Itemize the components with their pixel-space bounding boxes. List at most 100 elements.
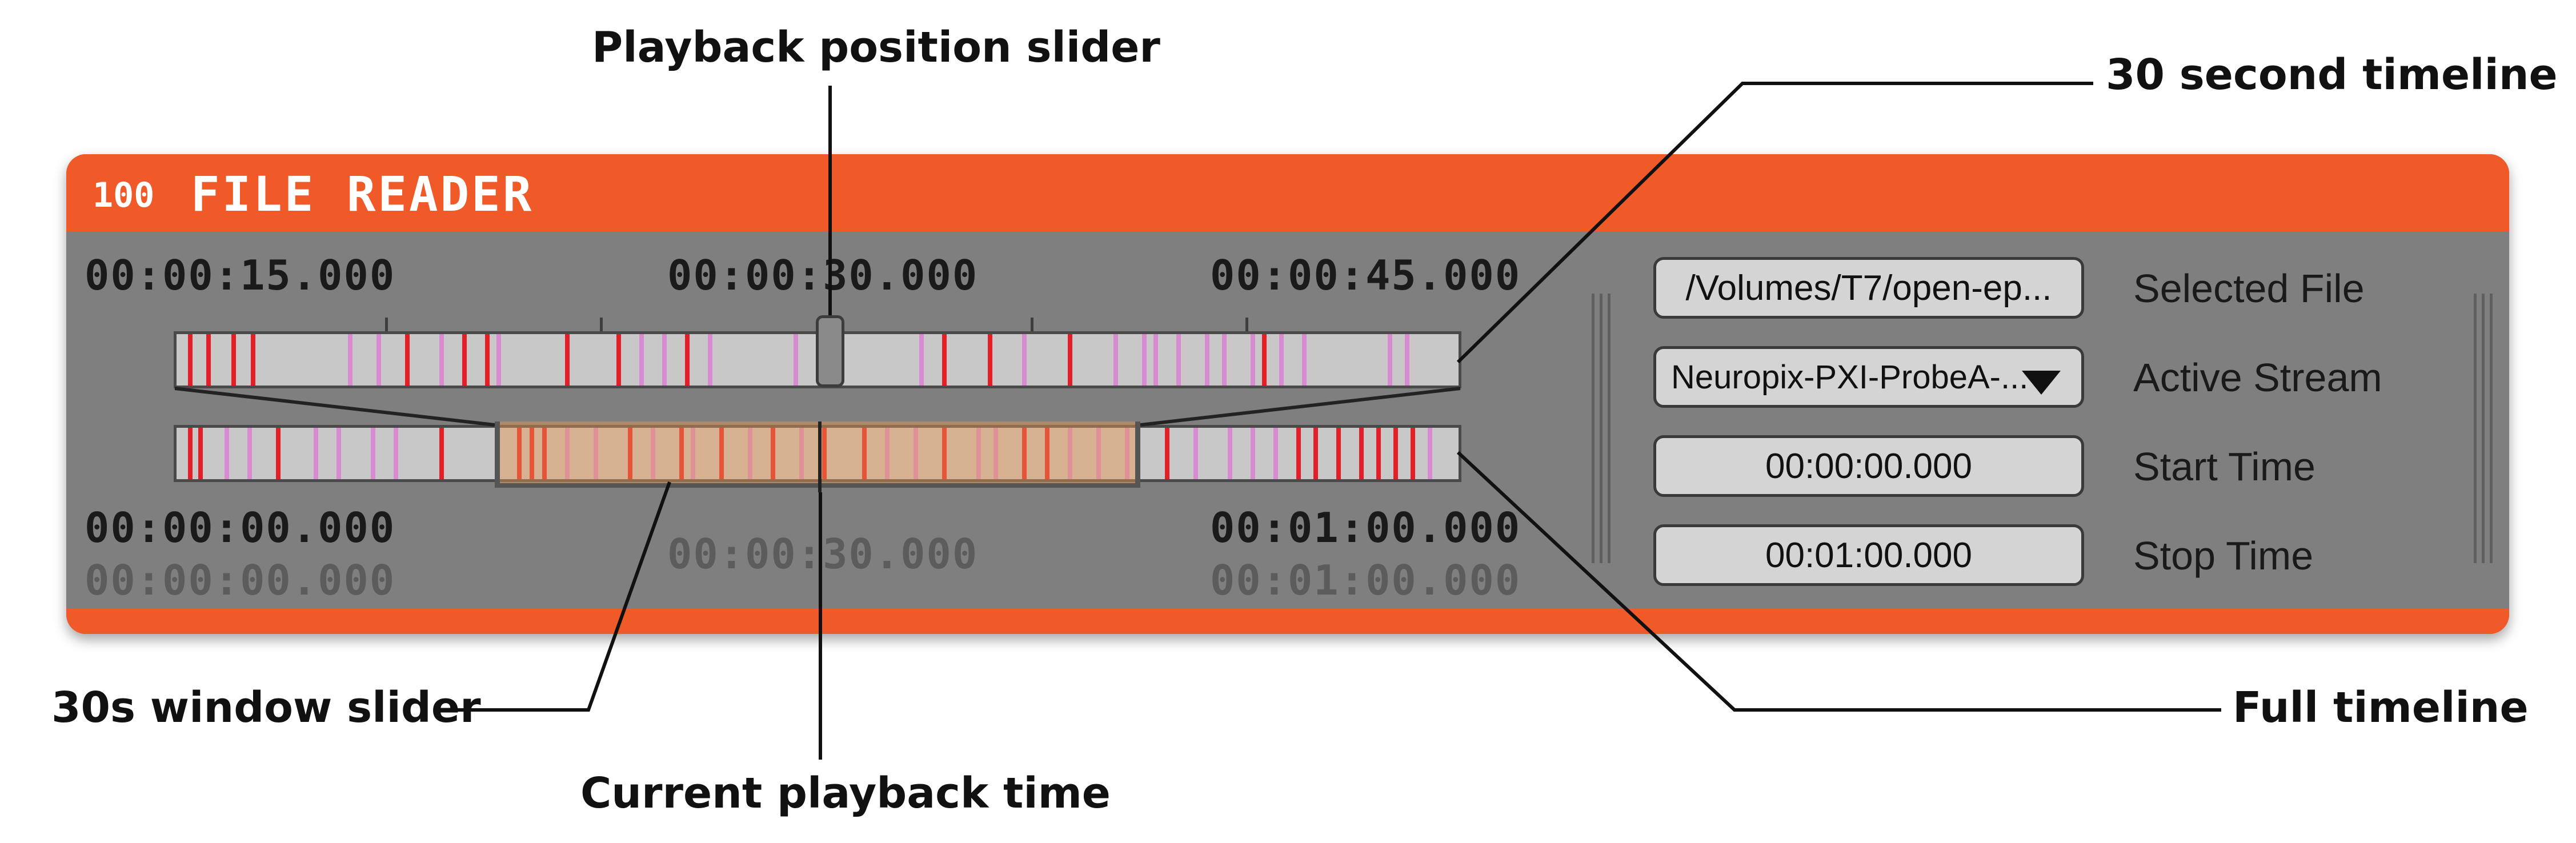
- event-tick: [276, 428, 281, 479]
- event-tick: [685, 334, 690, 386]
- window-slider-base: [495, 483, 1140, 488]
- event-tick: [251, 334, 255, 386]
- event-tick: [1251, 428, 1255, 479]
- panel-header: 100 FILE READER: [66, 154, 2509, 231]
- event-tick: [394, 428, 398, 479]
- event-tick: [1228, 428, 1232, 479]
- event-tick: [708, 334, 712, 386]
- event-tick: [1022, 428, 1027, 479]
- full-timeline-start-label-secondary: 00:00:00.000: [85, 556, 396, 604]
- event-tick: [1045, 428, 1049, 479]
- event-tick: [485, 334, 490, 386]
- selected-file-button[interactable]: /Volumes/T7/open-ep...: [1653, 257, 2084, 319]
- event-tick: [1302, 334, 1307, 386]
- start-time-field[interactable]: 00:00:00.000: [1653, 435, 2084, 497]
- top-timeline-label-mid: 00:00:30.000: [667, 251, 979, 299]
- full-timeline-start-label: 00:00:00.000: [85, 504, 396, 552]
- event-tick: [376, 334, 381, 386]
- selected-file-label: Selected File: [2133, 266, 2365, 311]
- top-grid-tick: [1245, 318, 1248, 332]
- event-tick: [1205, 334, 1209, 386]
- event-tick: [914, 428, 918, 479]
- event-tick: [1113, 334, 1118, 386]
- callout-30s-window-slider: 30s window slider: [51, 683, 481, 732]
- top-grid-tick: [600, 318, 603, 332]
- event-tick: [885, 428, 890, 479]
- event-tick: [439, 428, 444, 479]
- event-tick: [1222, 334, 1227, 386]
- event-tick: [405, 334, 410, 386]
- callout-playback-position-slider: Playback position slider: [592, 23, 1160, 72]
- event-tick: [639, 334, 644, 386]
- event-tick: [1068, 428, 1072, 479]
- event-tick: [1068, 334, 1072, 386]
- event-tick: [1165, 428, 1169, 479]
- event-tick: [1176, 334, 1181, 386]
- event-tick: [1022, 334, 1027, 386]
- event-tick: [1273, 428, 1278, 479]
- window-slider[interactable]: [495, 422, 1140, 488]
- event-tick: [691, 428, 695, 479]
- event-tick: [976, 428, 981, 479]
- event-tick: [594, 428, 598, 479]
- playback-position-slider-handle[interactable]: [816, 315, 844, 387]
- callout-current-playback-time: Current playback time: [580, 769, 1111, 818]
- event-tick: [679, 428, 684, 479]
- event-tick: [662, 334, 667, 386]
- current-playback-time-label: 00:00:30.000: [667, 530, 979, 578]
- stop-time-field[interactable]: 00:01:00.000: [1653, 524, 2084, 586]
- event-tick: [542, 428, 547, 479]
- event-tick: [198, 428, 203, 479]
- event-tick: [942, 334, 947, 386]
- divider-right-2: [2482, 294, 2485, 563]
- event-tick: [530, 428, 534, 479]
- event-tick: [1405, 334, 1409, 386]
- panel-footer: [66, 609, 2509, 634]
- event-tick: [1411, 428, 1415, 479]
- event-tick: [314, 428, 318, 479]
- full-timeline-end-label: 00:01:00.000: [1210, 504, 1521, 552]
- divider-left-2: [1600, 294, 1603, 563]
- start-time-label: Start Time: [2133, 444, 2315, 489]
- top-grid-tick: [385, 318, 388, 332]
- event-tick: [616, 334, 621, 386]
- event-tick: [799, 428, 804, 479]
- event-tick: [225, 428, 229, 479]
- event-tick: [439, 334, 444, 386]
- event-tick: [651, 428, 655, 479]
- event-tick: [462, 334, 467, 386]
- event-tick: [1296, 428, 1301, 479]
- full-timeline-end-label-secondary: 00:01:00.000: [1210, 556, 1521, 604]
- event-tick: [1359, 428, 1364, 479]
- full-timeline[interactable]: [174, 425, 1461, 482]
- event-tick: [794, 334, 798, 386]
- event-tick: [942, 428, 947, 479]
- event-tick: [188, 334, 193, 386]
- event-tick: [919, 334, 924, 386]
- event-tick: [1428, 428, 1432, 479]
- event-tick: [565, 428, 570, 479]
- top-grid-tick: [1031, 318, 1033, 332]
- divider-right-3: [2490, 294, 2493, 563]
- current-playback-marker: [818, 422, 822, 492]
- event-tick: [371, 428, 375, 479]
- event-tick: [1376, 428, 1381, 479]
- event-tick: [1251, 334, 1255, 386]
- event-tick: [1313, 428, 1318, 479]
- event-tick: [1125, 428, 1129, 479]
- top-timeline-label-end: 00:00:45.000: [1210, 251, 1521, 299]
- event-tick: [565, 334, 570, 386]
- callout-30-second-timeline: 30 second timeline: [2106, 50, 2558, 99]
- event-tick: [188, 428, 193, 479]
- event-tick: [822, 428, 827, 479]
- divider-right-1: [2474, 294, 2477, 563]
- event-tick: [628, 428, 632, 479]
- event-tick: [993, 428, 998, 479]
- event-tick: [1336, 428, 1341, 479]
- event-tick: [862, 428, 867, 479]
- event-tick: [1096, 428, 1101, 479]
- active-stream-select[interactable]: Neuropix-PXI-ProbeA-...: [1653, 346, 2084, 408]
- event-tick: [1393, 428, 1398, 479]
- event-tick: [231, 334, 236, 386]
- event-tick: [1262, 334, 1267, 386]
